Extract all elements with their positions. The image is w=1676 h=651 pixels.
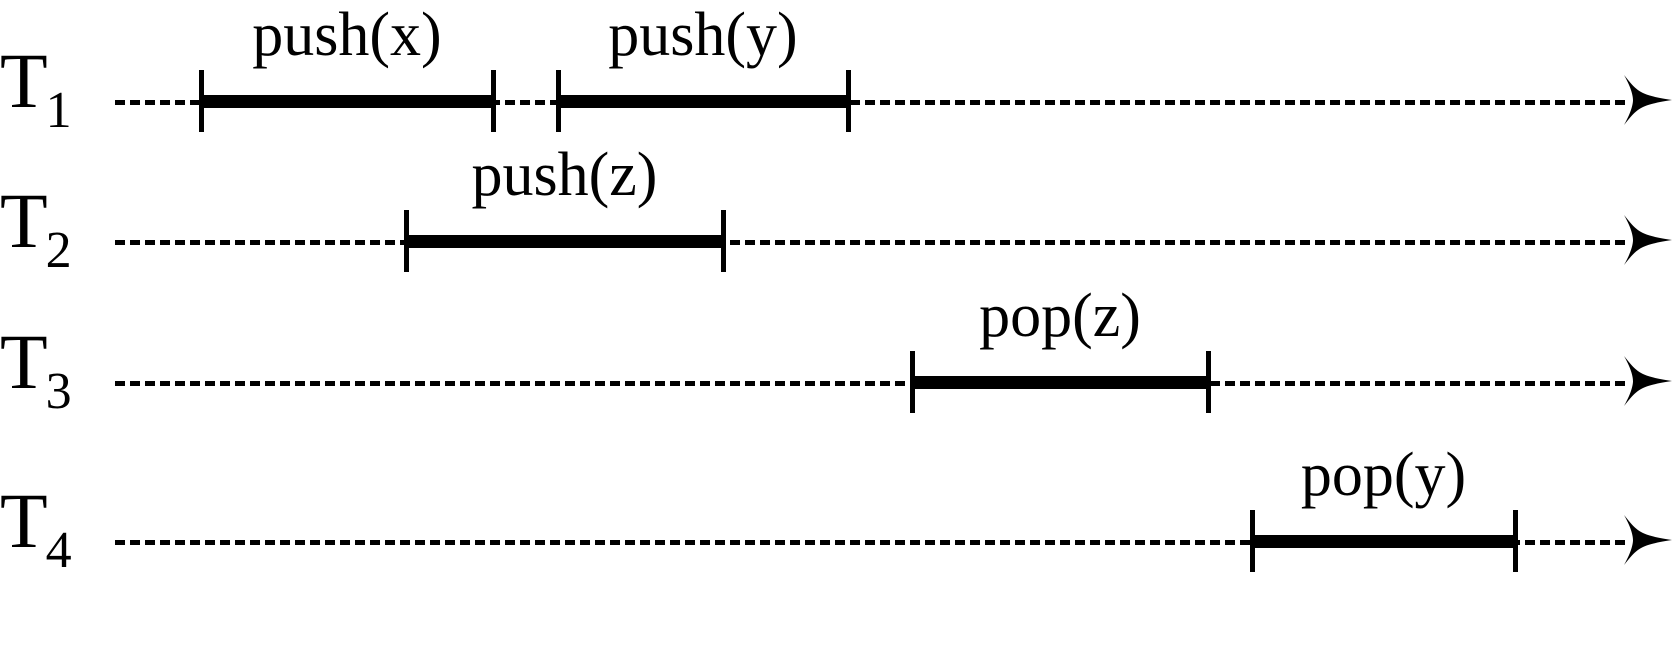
operation-end-tick [1206, 351, 1211, 413]
operation-label: pop(y) [1300, 441, 1467, 509]
thread-label-subscript: 3 [45, 363, 72, 420]
operation-label: push(x) [252, 1, 442, 69]
time-axis-arrowhead-icon [1623, 73, 1673, 127]
operation-start-tick [556, 70, 561, 132]
operation-end-tick [846, 70, 851, 132]
thread-label-thread-3: T3 [0, 323, 112, 418]
operation-label: push(z) [471, 141, 658, 209]
operation-interval-bar [1252, 535, 1515, 548]
operation-end-tick [721, 210, 726, 272]
operation-start-tick [404, 210, 409, 272]
thread-label-base: T [0, 177, 48, 264]
time-axis-arrowhead-icon [1623, 354, 1673, 408]
thread-label-subscript: 4 [45, 522, 72, 579]
operation-label: push(y) [608, 1, 798, 69]
operation-end-tick [1513, 510, 1518, 572]
time-axis-dashed-line [115, 100, 1625, 105]
thread-label-base: T [0, 318, 48, 405]
thread-label-thread-2: T2 [0, 182, 112, 277]
operation-label: pop(z) [979, 282, 1141, 350]
operation-end-tick [491, 70, 496, 132]
operation-interval-bar [912, 376, 1208, 389]
time-axis-dashed-line [115, 540, 1625, 545]
time-axis-dashed-line [115, 381, 1625, 386]
thread-label-base: T [0, 37, 48, 124]
operation-start-tick [1250, 510, 1255, 572]
operation-start-tick [199, 70, 204, 132]
thread-label-subscript: 1 [45, 82, 72, 139]
time-axis-arrowhead-icon [1623, 513, 1673, 567]
operation-interval-bar [558, 95, 848, 108]
time-axis-dashed-line [115, 240, 1625, 245]
time-axis-arrowhead-icon [1623, 213, 1673, 267]
thread-label-base: T [0, 477, 48, 564]
operation-start-tick [910, 351, 915, 413]
thread-label-thread-1: T1 [0, 42, 112, 137]
operation-interval-bar [406, 235, 723, 248]
thread-label-thread-4: T4 [0, 482, 112, 577]
operation-interval-bar [201, 95, 493, 108]
thread-label-subscript: 2 [45, 222, 72, 279]
